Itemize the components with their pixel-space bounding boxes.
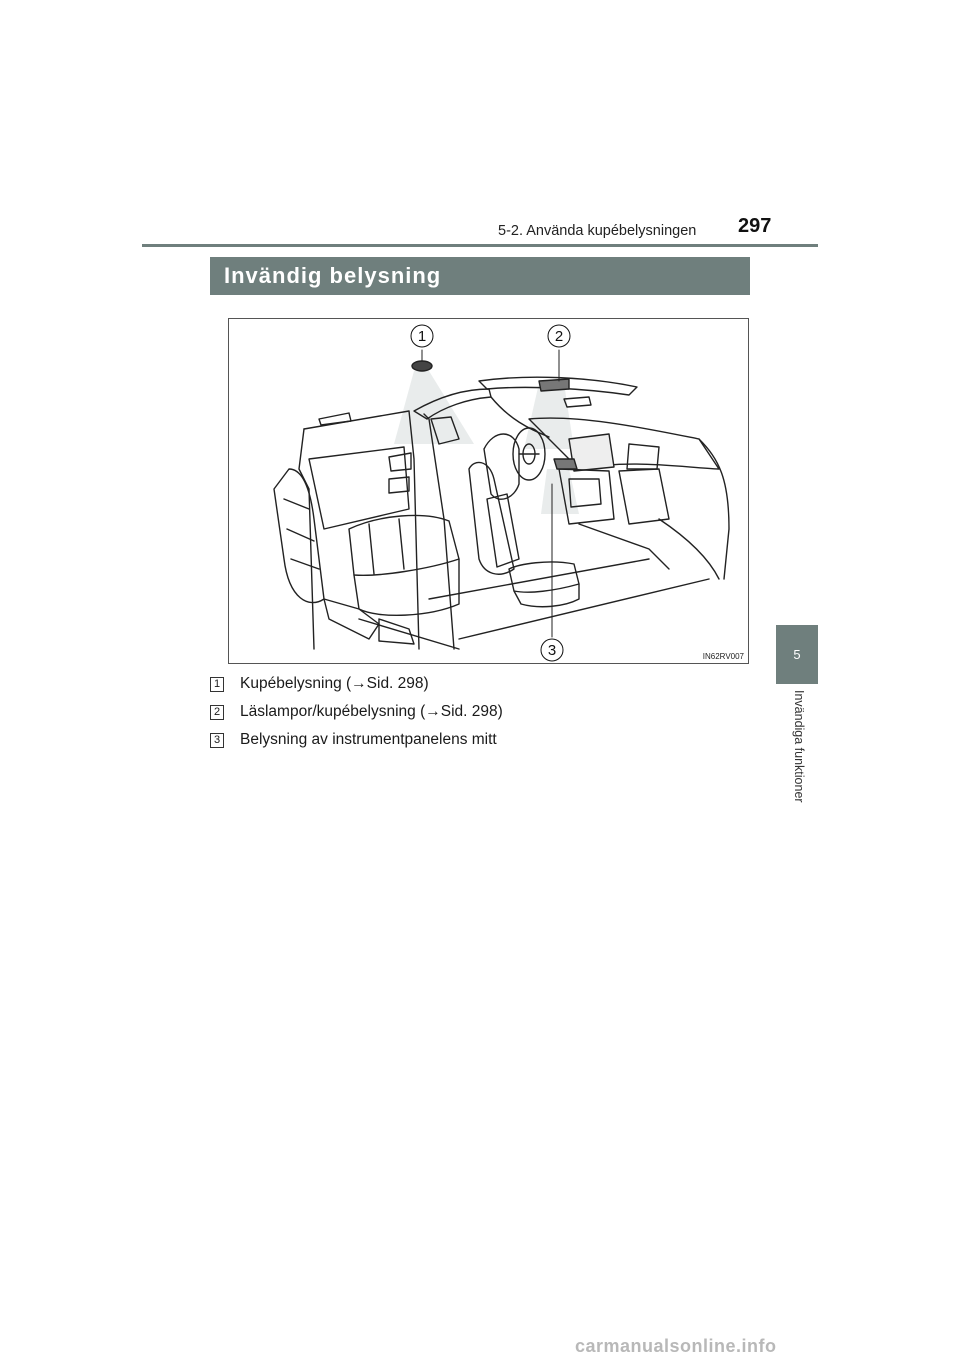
section-header-title: 5-2. Använda kupébelysningen [498,223,697,239]
legend-list: 1 Kupébelysning (→Sid. 298) 2 Läslampor/… [210,670,750,754]
legend-item: 3 Belysning av instrumentpanelens mitt [210,726,750,754]
chapter-title: Invändiga funktioner [792,690,806,803]
figure-code: IN62RV007 [703,652,745,661]
chapter-tab: 5 [776,625,818,684]
section-banner: Invändig belysning [210,257,750,295]
legend-text: Kupébelysning (→Sid. 298) [240,675,429,692]
page-number: 297 [738,215,772,237]
callout-2: 2 [555,328,563,345]
legend-number: 2 [210,704,224,720]
watermark: carmanualsonline.info [575,1336,777,1356]
legend-item: 2 Läslampor/kupébelysning (→Sid. 298) [210,698,750,726]
chapter-number: 5 [793,647,801,662]
car-interior-illustration: 1 2 3 IN62RV007 [273,324,745,662]
figure-callouts: 1 2 3 [410,324,571,662]
legend-number: 3 [210,732,224,748]
legend-number: 1 [210,676,224,692]
header-divider [142,244,818,247]
callout-1: 1 [418,328,426,345]
legend-item: 1 Kupébelysning (→Sid. 298) [210,670,750,698]
interior-lights-figure: 1 2 3 IN62RV007 [228,318,749,664]
callout-3: 3 [548,642,556,659]
section-title: Invändig belysning [224,263,442,288]
legend-text: Läslampor/kupébelysning (→Sid. 298) [240,703,503,720]
legend-text: Belysning av instrumentpanelens mitt [240,731,497,748]
